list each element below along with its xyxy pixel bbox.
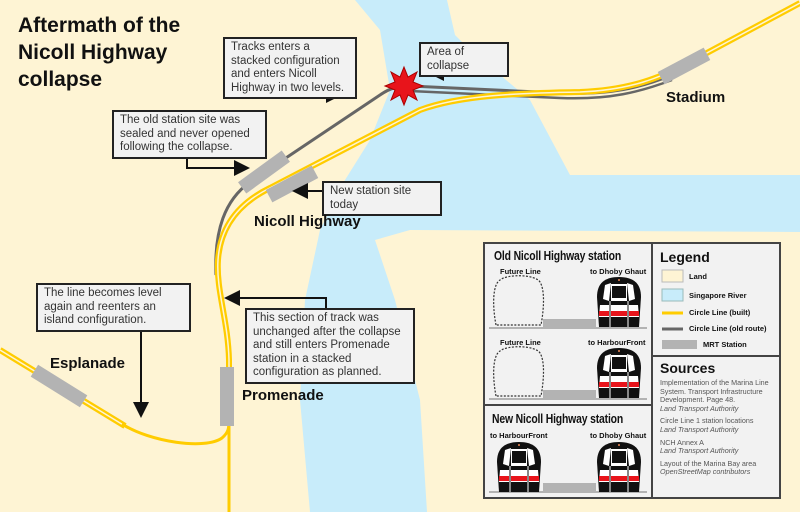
source-item: Implementation of the Marina Line System…	[660, 378, 776, 413]
new-station-title: New Nicoll Highway station	[492, 411, 624, 426]
callout-level: The line becomes level again and reenter…	[36, 283, 191, 332]
river-swatch	[661, 288, 684, 302]
source-text: Layout of the Marina Bay area	[660, 458, 757, 468]
label-harbourfront: to HarbourFront	[588, 338, 646, 347]
source-author: Land Transport Authority	[660, 424, 739, 434]
source-text: Implementation of the Marina Line System…	[660, 378, 769, 405]
legend-land: Land	[689, 272, 707, 281]
source-text: Circle Line 1 station locations	[660, 416, 754, 426]
old-station-row-1	[489, 275, 647, 329]
esplanade-station	[30, 364, 88, 408]
panel-graphics	[485, 244, 779, 497]
station-label-nicoll-highway: Nicoll Highway	[254, 213, 361, 230]
label-future-line: Future Line	[500, 338, 541, 347]
callout-collapse: Area of collapse	[419, 42, 509, 77]
station-label-stadium: Stadium	[666, 89, 726, 106]
source-author: Land Transport Authority	[660, 403, 739, 413]
collapse-star-icon	[383, 65, 425, 107]
label-dhoby-ghaut: to Dhoby Ghaut	[590, 431, 647, 440]
source-author: Land Transport Authority	[660, 446, 739, 456]
source-author: OpenStreetMap contributors	[660, 467, 751, 477]
station-label-promenade: Promenade	[242, 387, 324, 404]
label-harbourfront: to HarbourFront	[490, 431, 548, 440]
sources-title: Sources	[660, 360, 716, 376]
label-dhoby-ghaut: to Dhoby Ghaut	[590, 267, 647, 276]
legend-built: Circle Line (built)	[689, 308, 751, 317]
sources-list: Implementation of the Marina Line System…	[660, 378, 776, 477]
train-icon	[597, 442, 641, 492]
new-station-row	[489, 442, 647, 493]
callout-old-site: The old station site was sealed and neve…	[112, 110, 267, 159]
legend-river: Singapore River	[689, 291, 747, 300]
train-icon	[497, 442, 541, 492]
land-swatch	[661, 269, 684, 283]
callout-stacked: Tracks enters a stacked configuration an…	[223, 37, 357, 99]
map-title: Aftermath of the Nicoll Highway collapse	[18, 14, 181, 91]
callout-new-site: New station site today	[322, 181, 442, 216]
station-label-esplanade: Esplanade	[50, 355, 126, 372]
promenade-station	[220, 367, 234, 426]
source-text: NCH Annex A	[660, 437, 704, 447]
old-station-row-2	[489, 346, 647, 400]
legend-title: Legend	[660, 249, 710, 265]
old-nicoll-highway-station	[238, 150, 290, 194]
future-tunnel	[493, 346, 545, 397]
station-swatch	[662, 340, 697, 349]
legend-old-route: Circle Line (old route)	[689, 324, 767, 333]
train-icon	[597, 348, 641, 398]
future-tunnel	[493, 275, 545, 326]
old-station-title: Old Nicoll Highway station	[494, 248, 622, 263]
singapore-river	[300, 0, 800, 512]
info-panel: Old Nicoll Highway station Future Line t…	[483, 242, 781, 499]
train-icon	[597, 277, 641, 327]
label-future-line: Future Line	[500, 267, 541, 276]
stadium-station	[657, 47, 711, 85]
legend-mrt-station: MRT Station	[703, 340, 747, 349]
callout-unchanged: This section of track was unchanged afte…	[245, 308, 415, 384]
